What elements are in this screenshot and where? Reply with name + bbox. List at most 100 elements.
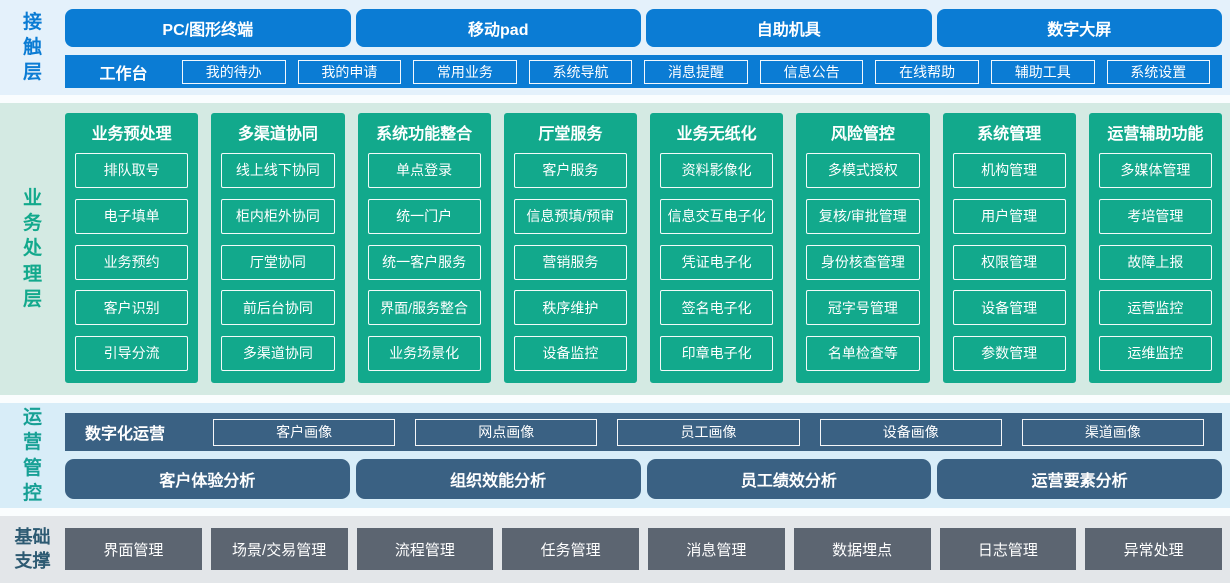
workbench-bar: 工作台 我的待办 我的申请 常用业务 系统导航 消息提醒 信息公告 在线帮助 辅… [65, 55, 1222, 88]
foundation-message-management: 消息管理 [648, 528, 785, 570]
biz-column-system-management: 系统管理 机构管理 用户管理 权限管理 设备管理 参数管理 [942, 113, 1076, 383]
column-item: 机构管理 [952, 153, 1066, 188]
column-item: 前后台协同 [221, 290, 335, 326]
foundation-task-management: 任务管理 [502, 528, 639, 570]
column-item: 业务场景化 [367, 336, 481, 371]
portrait-branch: 网点画像 [415, 418, 598, 446]
column-title: 业务无纸化 [676, 126, 757, 143]
analysis-employee-performance: 员工绩效分析 [646, 459, 932, 499]
column-item: 柜内柜外协同 [221, 198, 335, 234]
column-item: 单点登录 [367, 153, 481, 188]
biz-column-lobby-service: 厅堂服务 客户服务 信息预填/预审 营销服务 秩序维护 设备监控 [503, 113, 637, 383]
portrait-customer: 客户画像 [213, 418, 396, 446]
column-items: 排队取号 电子填单 业务预约 客户识别 引导分流 [75, 150, 189, 371]
operations-control-label: 运 营 管 控 [22, 407, 42, 504]
column-title: 风险管控 [830, 126, 895, 143]
foundation-exception-handling: 异常处理 [1085, 528, 1222, 570]
column-item: 统一客户服务 [367, 244, 481, 280]
analysis-operation-elements: 运营要素分析 [937, 459, 1222, 499]
column-item: 故障上报 [1098, 244, 1212, 280]
operations-control-body: 数字化运营 客户画像 网点画像 员工画像 设备画像 渠道画像 客户体验分析 组织… [65, 403, 1230, 508]
column-title: 业务预处理 [91, 126, 172, 143]
column-title: 系统功能整合 [376, 126, 473, 143]
column-item: 身份核查管理 [806, 244, 920, 280]
foundation-ui-management: 界面管理 [65, 528, 202, 570]
workbench-item-applications: 我的申请 [297, 59, 402, 84]
column-title: 多渠道协同 [237, 126, 318, 143]
workbench-label: 工作台 [99, 65, 148, 83]
business-processing-band: 业 务 处 理 层 业务预处理 排队取号 电子填单 业务预约 客户识别 引导分流… [0, 103, 1230, 395]
terminal-row: PC/图形终端 移动pad 自助机具 数字大屏 [65, 0, 1222, 47]
foundation-process-management: 流程管理 [356, 528, 494, 570]
workbench-item-common-business: 常用业务 [413, 59, 517, 84]
column-item: 多媒体管理 [1098, 153, 1212, 188]
column-items: 客户服务 信息预填/预审 营销服务 秩序维护 设备监控 [513, 150, 627, 371]
column-item: 秩序维护 [513, 290, 627, 326]
column-items: 线上线下协同 柜内柜外协同 厅堂协同 前后台协同 多渠道协同 [221, 150, 335, 371]
column-item: 业务预约 [75, 244, 189, 280]
biz-column-paperless: 业务无纸化 资料影像化 信息交互电子化 凭证电子化 签名电子化 印章电子化 [650, 113, 784, 383]
contact-layer-body: PC/图形终端 移动pad 自助机具 数字大屏 工作台 我的待办 我的申请 常用… [65, 0, 1230, 95]
analysis-org-efficiency: 组织效能分析 [355, 459, 641, 499]
portrait-employee: 员工画像 [617, 418, 800, 446]
portrait-device: 设备画像 [819, 418, 1002, 446]
contact-layer-band: 接 触 层 PC/图形终端 移动pad 自助机具 数字大屏 工作台 我的待办 我… [0, 0, 1230, 95]
biz-column-system-integration: 系统功能整合 单点登录 统一门户 统一客户服务 界面/服务整合 业务场景化 [357, 113, 491, 383]
column-item: 印章电子化 [660, 336, 774, 371]
column-item: 界面/服务整合 [367, 290, 481, 326]
column-item: 营销服务 [513, 244, 627, 280]
foundation-support-band: 基础 支撑 界面管理 场景/交易管理 流程管理 任务管理 消息管理 数据埋点 日… [0, 516, 1230, 583]
terminal-digital-screen: 数字大屏 [936, 9, 1222, 47]
business-columns: 业务预处理 排队取号 电子填单 业务预约 客户识别 引导分流 多渠道协同 线上线… [65, 103, 1222, 385]
foundation-scene-transaction: 场景/交易管理 [210, 528, 348, 570]
column-items: 多媒体管理 考培管理 故障上报 运营监控 运维监控 [1098, 150, 1212, 371]
analysis-customer-experience: 客户体验分析 [65, 459, 350, 499]
column-items: 单点登录 统一门户 统一客户服务 界面/服务整合 业务场景化 [367, 150, 481, 371]
workbench-item-todo: 我的待办 [182, 59, 286, 84]
terminal-pc: PC/图形终端 [65, 9, 351, 47]
column-title: 系统管理 [977, 126, 1042, 143]
column-title: 厅堂服务 [538, 126, 603, 143]
column-item: 运维监控 [1098, 336, 1212, 371]
business-processing-body: 业务预处理 排队取号 电子填单 业务预约 客户识别 引导分流 多渠道协同 线上线… [65, 103, 1230, 395]
column-item: 冠字号管理 [806, 290, 920, 326]
digital-operations-bar: 数字化运营 客户画像 网点画像 员工画像 设备画像 渠道画像 [65, 413, 1222, 451]
column-item: 信息预填/预审 [513, 198, 627, 234]
column-item: 信息交互电子化 [660, 198, 774, 234]
column-item: 设备监控 [513, 336, 627, 371]
foundation-log-management: 日志管理 [939, 528, 1077, 570]
column-item: 排队取号 [75, 153, 189, 188]
workbench-item-system-nav: 系统导航 [528, 59, 633, 84]
column-item: 参数管理 [952, 336, 1066, 371]
portrait-channel: 渠道画像 [1021, 418, 1205, 446]
biz-column-preprocessing: 业务预处理 排队取号 电子填单 业务预约 客户识别 引导分流 [65, 113, 199, 383]
column-item: 客户识别 [75, 290, 189, 326]
column-item: 签名电子化 [660, 290, 774, 326]
column-item: 引导分流 [75, 336, 189, 371]
terminal-mobile-pad: 移动pad [355, 9, 641, 47]
column-item: 多模式授权 [806, 153, 920, 188]
workbench-item-online-help: 在线帮助 [875, 59, 979, 84]
column-items: 多模式授权 复核/审批管理 身份核查管理 冠字号管理 名单检查等 [806, 150, 920, 371]
business-processing-label: 业 务 处 理 层 [22, 188, 42, 310]
column-item: 考培管理 [1098, 198, 1212, 234]
column-item: 用户管理 [952, 198, 1066, 234]
workbench-item-system-settings: 系统设置 [1106, 59, 1211, 84]
operations-control-band: 运 营 管 控 数字化运营 客户画像 网点画像 员工画像 设备画像 渠道画像 客… [0, 403, 1230, 508]
column-item: 运营监控 [1098, 290, 1212, 326]
workbench-item-aux-tools: 辅助工具 [990, 59, 1095, 84]
biz-column-operation-aux: 运营辅助功能 多媒体管理 考培管理 故障上报 运营监控 运维监控 [1088, 113, 1222, 383]
column-item: 资料影像化 [660, 153, 774, 188]
biz-column-multichannel: 多渠道协同 线上线下协同 柜内柜外协同 厅堂协同 前后台协同 多渠道协同 [211, 113, 345, 383]
column-items: 资料影像化 信息交互电子化 凭证电子化 签名电子化 印章电子化 [660, 150, 774, 371]
column-item: 厅堂协同 [221, 244, 335, 280]
workbench-item-announcements: 信息公告 [759, 59, 864, 84]
column-item: 线上线下协同 [221, 153, 335, 188]
terminal-self-service: 自助机具 [646, 9, 932, 47]
digital-operations-label: 数字化运营 [85, 426, 166, 443]
column-item: 电子填单 [75, 198, 189, 234]
foundation-row: 界面管理 场景/交易管理 流程管理 任务管理 消息管理 数据埋点 日志管理 异常… [65, 516, 1222, 571]
foundation-support-body: 界面管理 场景/交易管理 流程管理 任务管理 消息管理 数据埋点 日志管理 异常… [65, 516, 1230, 583]
analysis-row: 客户体验分析 组织效能分析 员工绩效分析 运营要素分析 [65, 459, 1222, 499]
column-item: 客户服务 [513, 153, 627, 188]
